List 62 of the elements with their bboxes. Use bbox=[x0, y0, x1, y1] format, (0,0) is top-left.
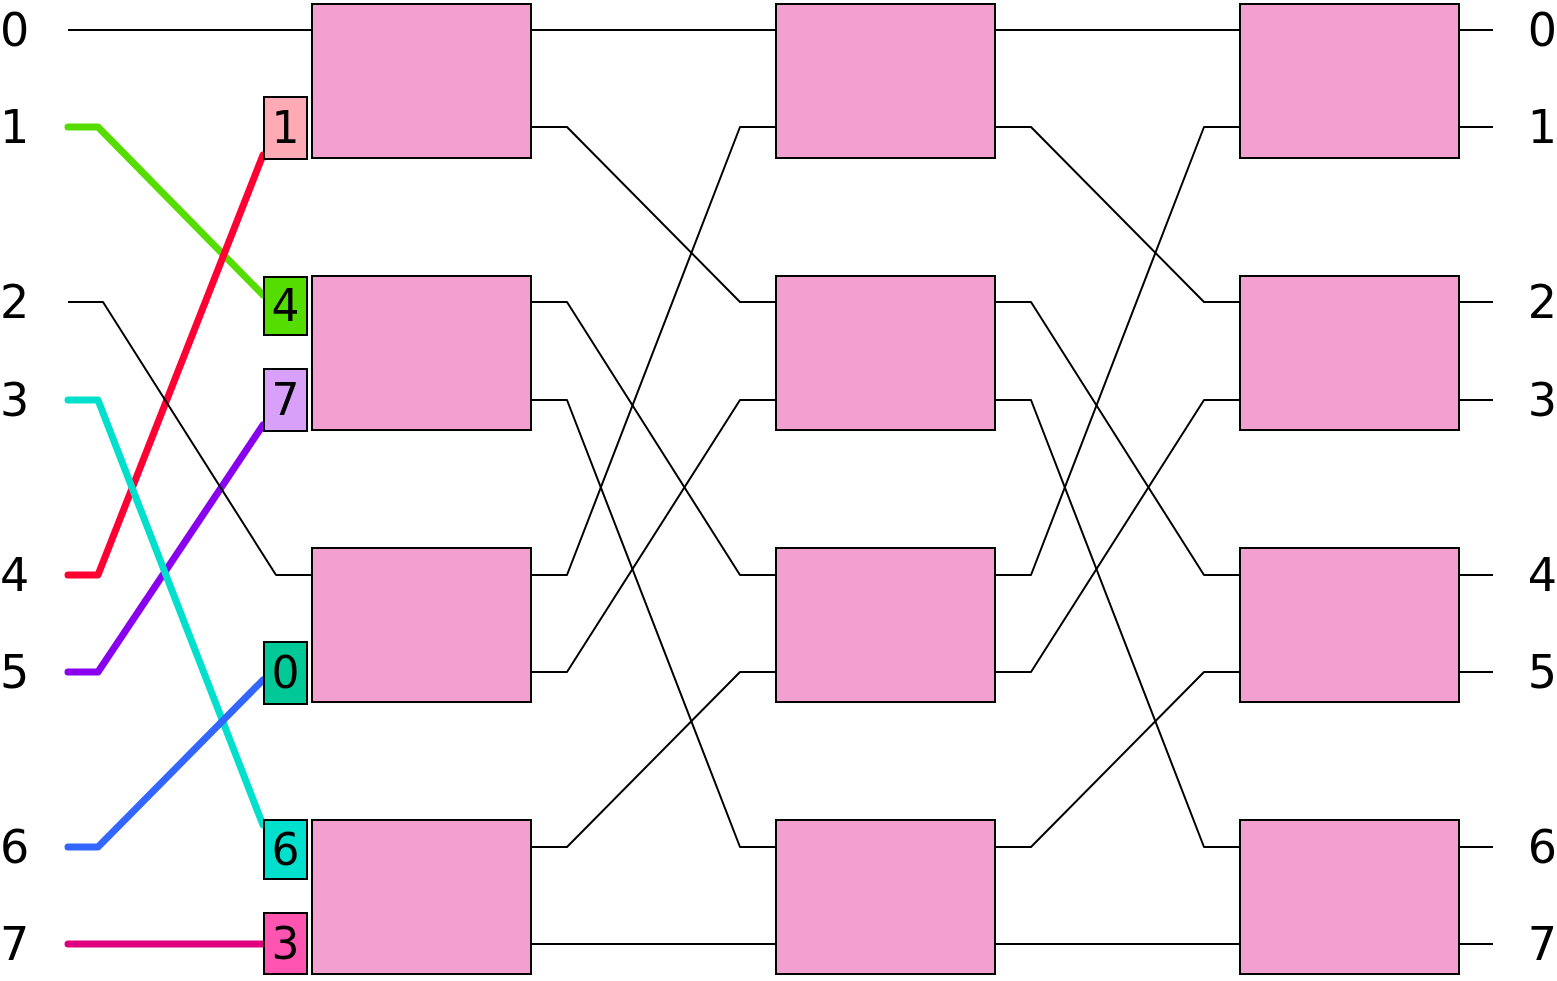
switch-box bbox=[1239, 547, 1460, 703]
wire bbox=[1459, 29, 1494, 31]
wire bbox=[995, 29, 1240, 31]
wire bbox=[1459, 399, 1494, 401]
switch-box bbox=[1239, 275, 1460, 431]
wire bbox=[531, 29, 776, 31]
wire bbox=[67, 301, 312, 576]
wire bbox=[995, 943, 1240, 945]
switch-box bbox=[311, 547, 532, 703]
wire bbox=[995, 399, 1240, 673]
switch-box bbox=[1239, 3, 1460, 159]
port-number: 7 bbox=[0, 921, 30, 967]
index-tag: 6 bbox=[263, 819, 308, 880]
wire bbox=[531, 399, 776, 673]
wire bbox=[1459, 671, 1494, 673]
index-tag: 4 bbox=[263, 276, 308, 336]
port-number: 4 bbox=[0, 552, 30, 598]
wire bbox=[1459, 846, 1494, 848]
wire bbox=[531, 126, 776, 303]
wire bbox=[995, 126, 1240, 303]
wire bbox=[995, 399, 1240, 848]
wire bbox=[1459, 943, 1494, 945]
wire bbox=[995, 126, 1240, 576]
index-tag: 3 bbox=[263, 912, 308, 975]
port-number: 2 bbox=[1527, 279, 1557, 325]
wire bbox=[995, 301, 1240, 576]
switch-box bbox=[311, 819, 532, 975]
switch-box bbox=[775, 275, 996, 431]
port-number: 0 bbox=[1527, 7, 1557, 53]
switch-box bbox=[775, 819, 996, 975]
port-number: 5 bbox=[0, 649, 30, 695]
wire bbox=[531, 126, 776, 576]
switch-box bbox=[775, 547, 996, 703]
wire bbox=[531, 671, 776, 848]
port-number: 4 bbox=[1527, 552, 1557, 598]
wire bbox=[1459, 301, 1494, 303]
switch-box bbox=[775, 3, 996, 159]
wire bbox=[531, 399, 776, 848]
wire bbox=[995, 671, 1240, 848]
index-tag: 7 bbox=[263, 368, 308, 432]
port-number: 3 bbox=[1527, 377, 1557, 423]
wire bbox=[1459, 126, 1494, 128]
colored-wire bbox=[64, 396, 267, 829]
port-number: 1 bbox=[0, 104, 30, 150]
index-tag: 1 bbox=[263, 96, 308, 160]
port-number: 5 bbox=[1527, 649, 1557, 695]
index-tag: 0 bbox=[263, 641, 308, 705]
wire bbox=[531, 943, 776, 945]
port-number: 1 bbox=[1527, 104, 1557, 150]
port-number: 6 bbox=[1527, 824, 1557, 870]
wire bbox=[531, 301, 776, 576]
port-number: 7 bbox=[1527, 921, 1557, 967]
port-number: 2 bbox=[0, 279, 30, 325]
port-number: 0 bbox=[0, 7, 30, 53]
port-number: 3 bbox=[0, 377, 30, 423]
wire bbox=[67, 29, 312, 31]
wire bbox=[1459, 574, 1494, 576]
switch-box bbox=[311, 3, 532, 159]
switch-box bbox=[1239, 819, 1460, 975]
switch-box bbox=[311, 275, 532, 431]
port-number: 6 bbox=[0, 824, 30, 870]
colored-wire bbox=[64, 151, 267, 579]
